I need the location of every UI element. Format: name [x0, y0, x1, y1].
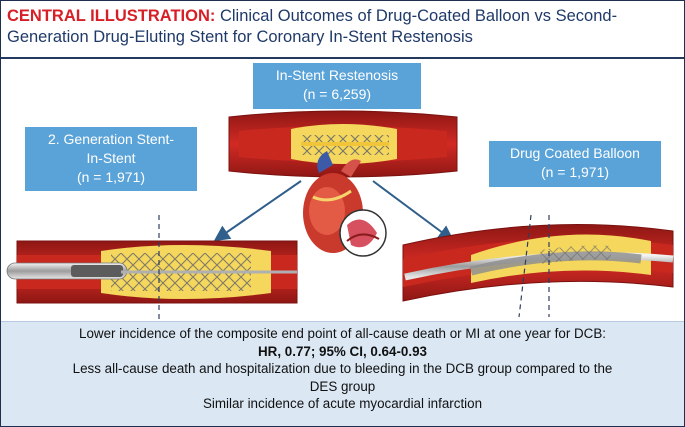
top-box-line1: In-Stent Restenosis	[275, 67, 399, 83]
header-label: CENTRAL ILLUSTRATION:	[7, 7, 216, 25]
findings-panel: Lower incidence of the composite end poi…	[1, 321, 684, 426]
right-box: Drug Coated Balloon (n = 1,971)	[489, 141, 661, 187]
arrow-left	[213, 180, 302, 242]
finding-3: Less all-cause death and hospitalization…	[72, 361, 613, 394]
right-box-line1: Drug Coated Balloon	[510, 145, 640, 161]
heart-icon	[303, 151, 387, 257]
top-box: In-Stent Restenosis (n = 6,259)	[253, 63, 421, 109]
header-title: Clinical Outcomes of Drug-Coated Balloon…	[7, 7, 618, 46]
left-box-line2: In-Stent	[86, 150, 136, 166]
right-box-line2: (n = 1,971)	[540, 164, 610, 180]
left-vessel	[6, 215, 298, 319]
arrow-right	[372, 180, 455, 242]
finding-4: Similar incidence of acute myocardial in…	[202, 396, 483, 411]
finding-2: HR, 0.77; 95% CI, 0.64-0.93	[258, 343, 427, 359]
left-box: 2. Generation Stent- In-Stent (n = 1,971…	[25, 127, 197, 191]
finding-1: Lower incidence of the composite end poi…	[79, 326, 606, 341]
header: CENTRAL ILLUSTRATION: Clinical Outcomes …	[1, 1, 684, 59]
header-text: CENTRAL ILLUSTRATION: Clinical Outcomes …	[7, 6, 677, 48]
left-box-line3: (n = 1,971)	[76, 169, 146, 185]
left-box-line1: 2. Generation Stent-	[47, 131, 175, 147]
top-vessel	[228, 110, 458, 178]
right-vessel	[402, 214, 674, 318]
top-box-line2: (n = 6,259)	[302, 86, 372, 102]
